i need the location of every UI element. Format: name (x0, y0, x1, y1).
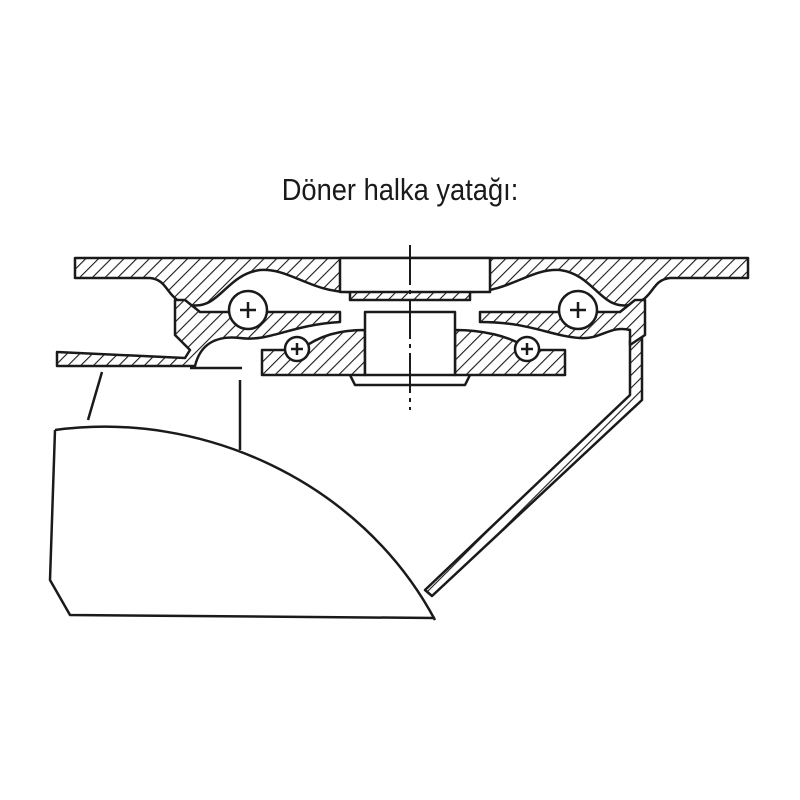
leader-line (86, 371, 104, 421)
lower-plate (260, 328, 367, 377)
drawing-title: Döner halka yatağı: (281, 172, 519, 207)
hub-top (338, 256, 492, 294)
fork-leg (423, 332, 644, 598)
ball-bearings (227, 289, 599, 363)
wheel (48, 425, 437, 621)
